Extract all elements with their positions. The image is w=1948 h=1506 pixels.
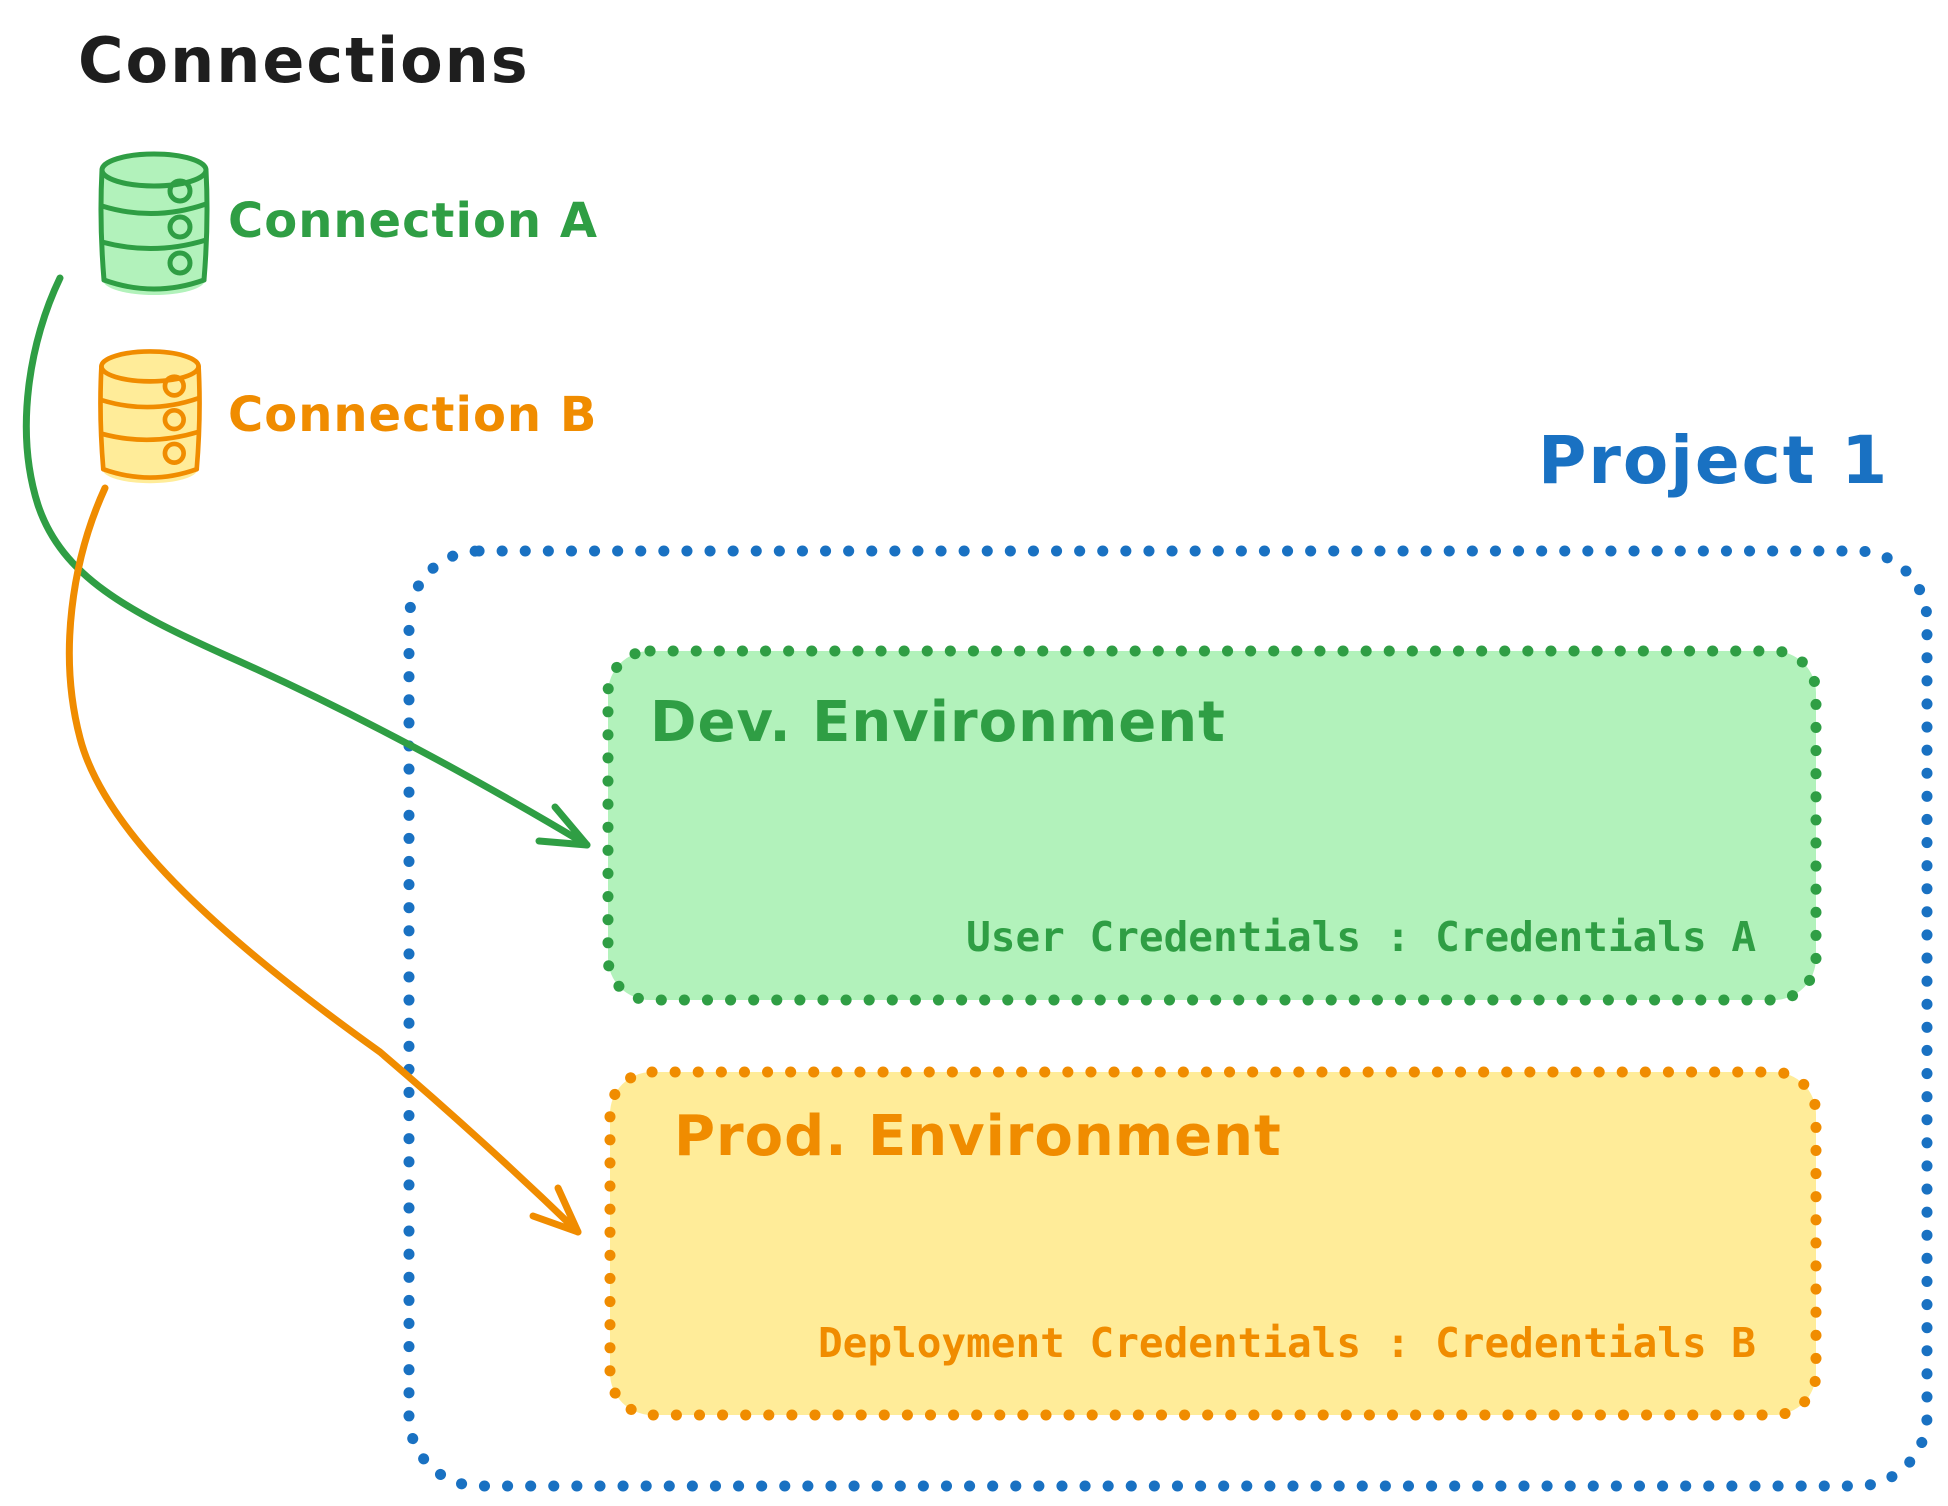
project-box [403, 545, 1933, 1492]
connection-a-arrowhead [535, 803, 591, 849]
page-title: Connections [78, 24, 530, 97]
project-title: Project 1 [1538, 422, 1890, 499]
dev-environment-box [602, 645, 1822, 1006]
connection-b-arrowhead [529, 1184, 582, 1236]
connection-a-item [90, 146, 218, 298]
connection-b-arrow-line [65, 484, 582, 1236]
prod-environment-credentials: Deployment Credentials : Credentials B [818, 1319, 1756, 1367]
connection-b-arrow [65, 484, 582, 1236]
dev-environment-credentials: User Credentials : Credentials A [966, 913, 1756, 961]
connection-a-label: Connection A [228, 193, 598, 249]
prod-environment-box [604, 1066, 1822, 1421]
database-icon [98, 349, 202, 484]
dev-environment-title: Dev. Environment [650, 690, 1226, 755]
prod-environment-title: Prod. Environment [674, 1104, 1282, 1169]
connection-b-label: Connection B [228, 387, 598, 443]
connection-b-item [90, 344, 210, 486]
database-icon [98, 151, 210, 295]
connection-a-arrow-line [22, 274, 591, 849]
connection-a-arrow [22, 274, 591, 849]
